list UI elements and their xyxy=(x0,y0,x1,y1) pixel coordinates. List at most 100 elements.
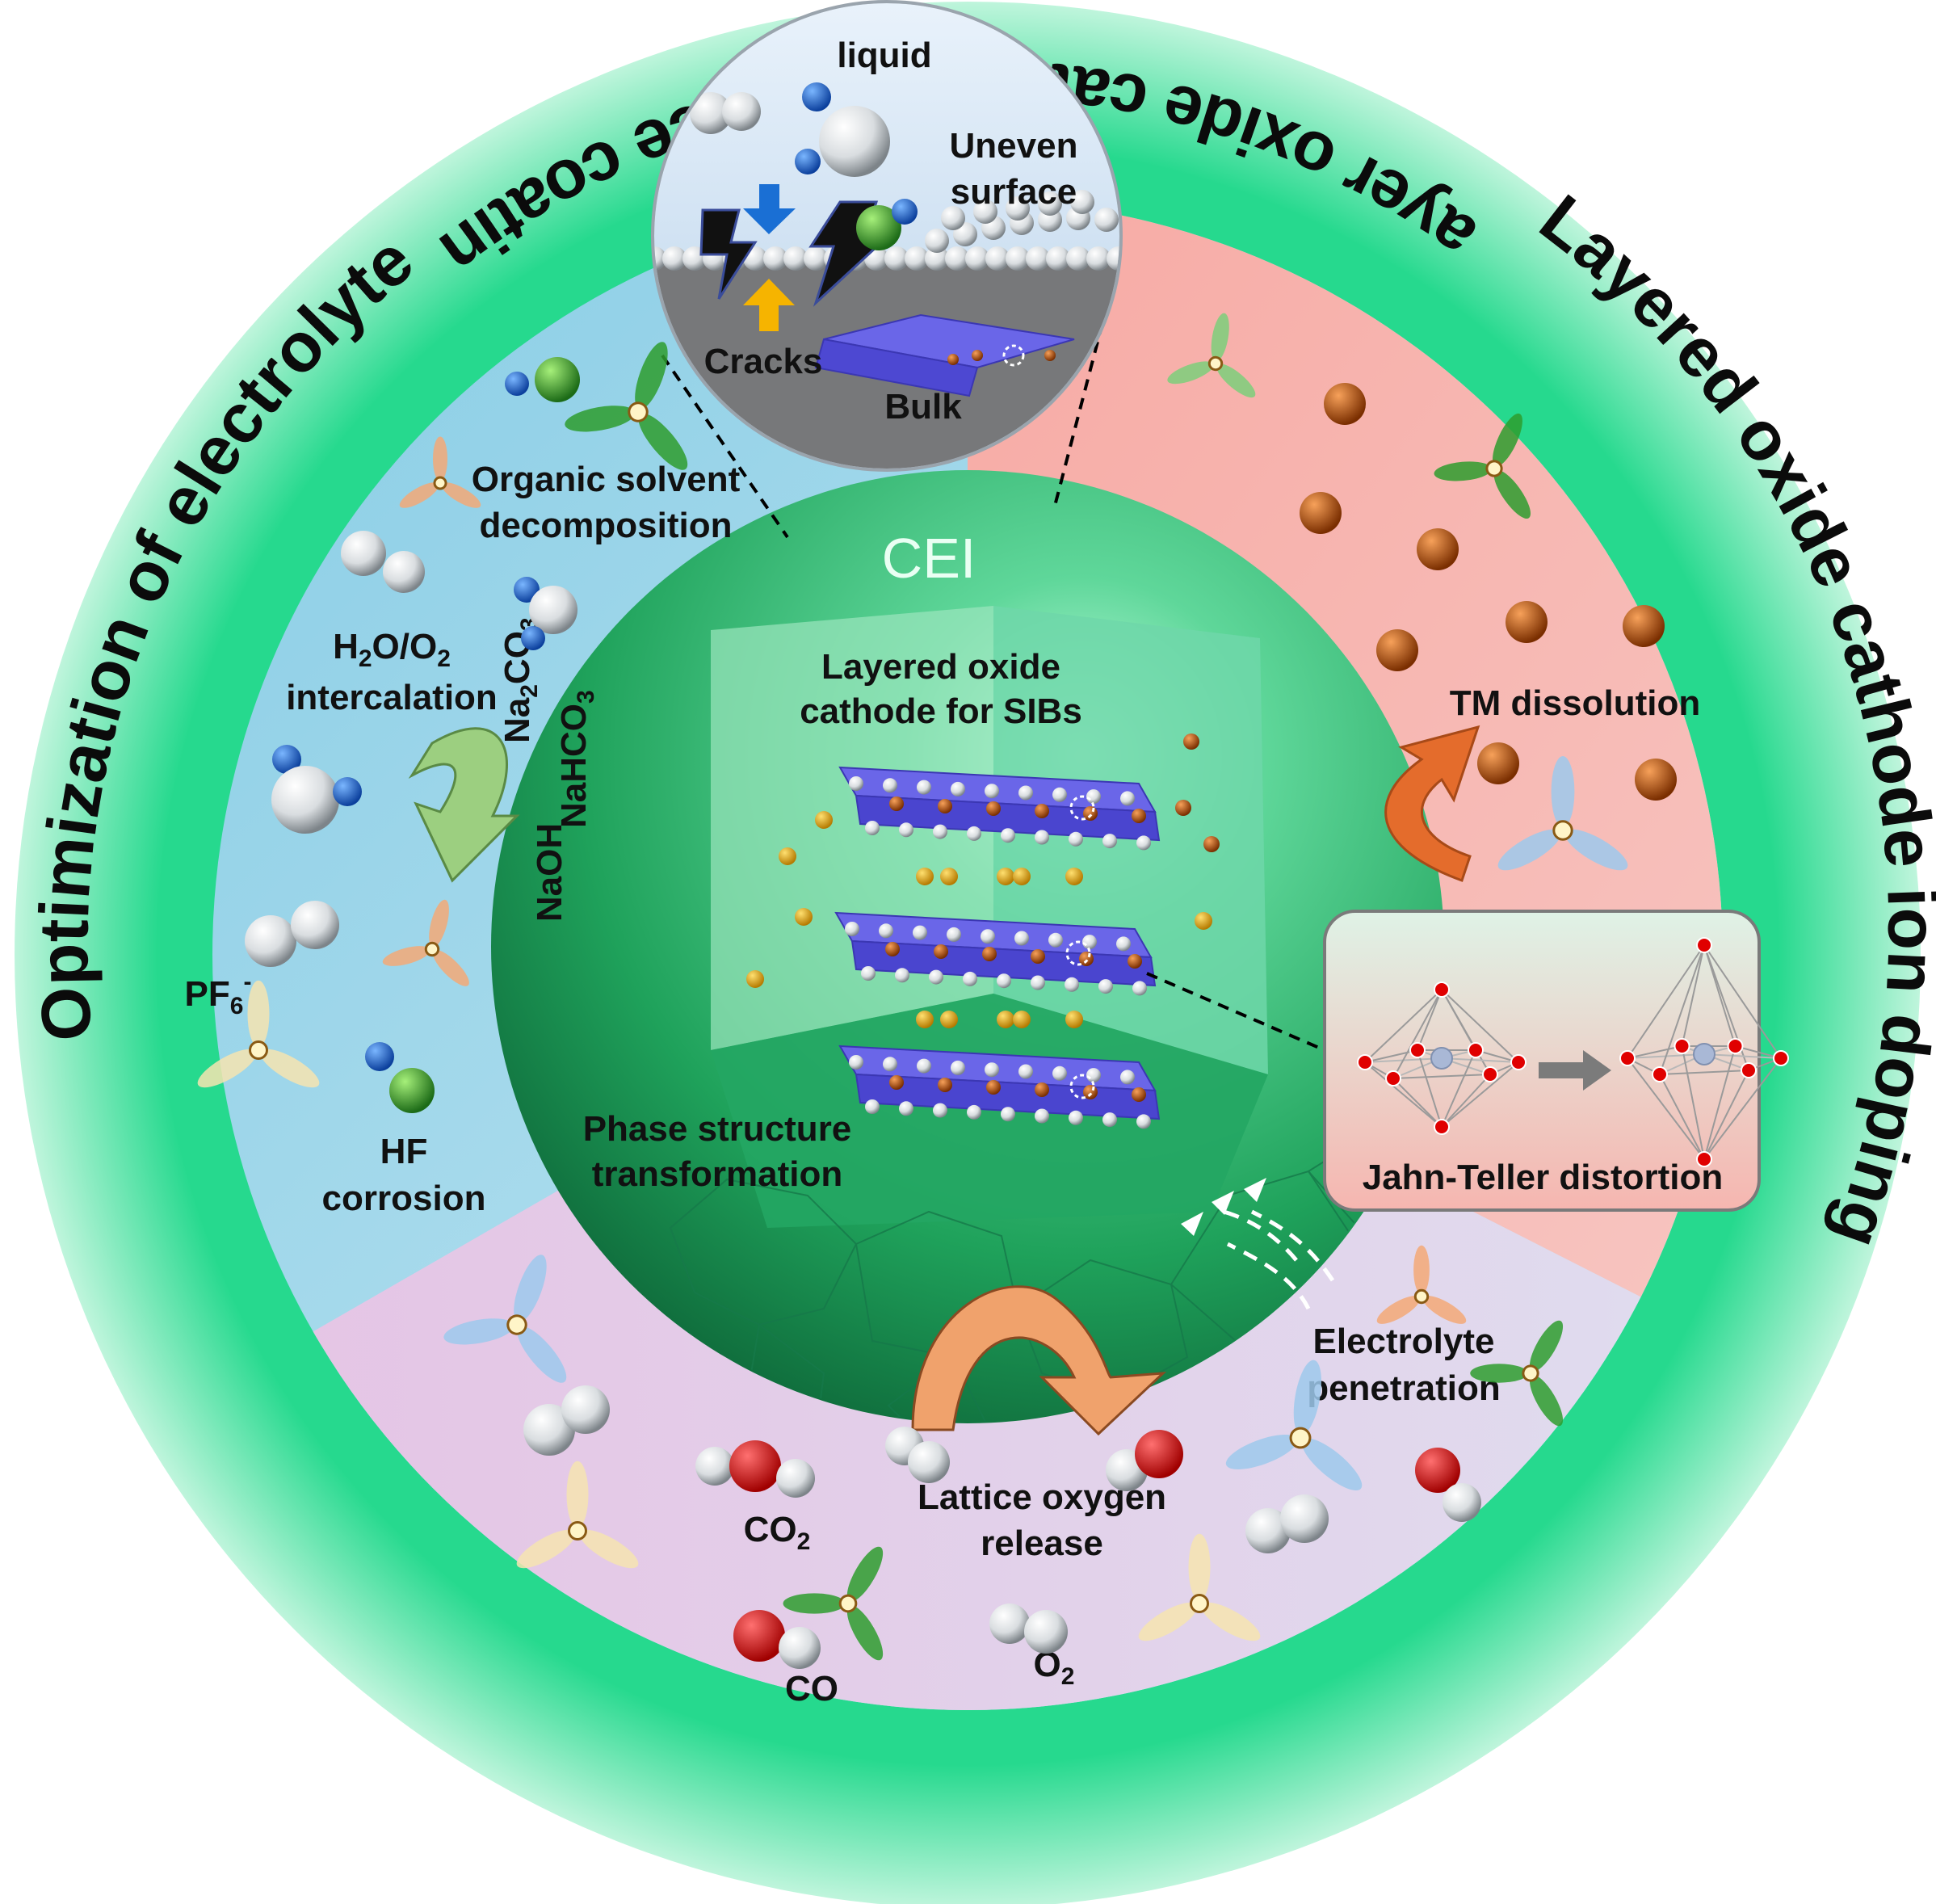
white-atom xyxy=(341,531,386,576)
solvent-molecule xyxy=(1167,313,1256,398)
oxygen-atom xyxy=(1031,975,1045,990)
molecule-arm xyxy=(517,1326,567,1383)
oxygen-vertex xyxy=(1741,1062,1757,1078)
cathode-label-1: Layered oxide xyxy=(821,647,1060,687)
oxygen-vertex xyxy=(1357,1054,1373,1070)
tm-atom xyxy=(1132,1087,1146,1102)
oxygen-atom xyxy=(929,969,943,985)
octa-edge xyxy=(1681,944,1705,1047)
organic-label-2: decomposition xyxy=(480,506,733,545)
tm-atom xyxy=(1035,1082,1049,1097)
surface-bead xyxy=(973,200,997,224)
molecule-arm xyxy=(1167,361,1214,385)
molecule-arm xyxy=(1201,1602,1261,1641)
molecule-core xyxy=(1485,460,1503,477)
oxygen-vertex xyxy=(1409,1042,1426,1058)
jahn-teller-box: Jahn-Teller distortion xyxy=(1146,910,1789,1212)
solvent-molecule xyxy=(1470,1320,1564,1427)
oxide-slab xyxy=(838,766,1161,851)
oxygen-atom xyxy=(1069,831,1083,847)
inset-cracks-label: Cracks xyxy=(704,342,823,381)
molecule-arm xyxy=(1138,1602,1198,1641)
octahedron-regular xyxy=(1357,981,1527,1135)
oxygen-atom xyxy=(1065,977,1079,992)
molecule-core xyxy=(628,401,649,422)
tm-dissolution-arrow xyxy=(1384,725,1480,882)
surface-bead xyxy=(1046,246,1070,271)
oxygen-red-atom xyxy=(729,1440,781,1492)
octa-edge xyxy=(1441,989,1519,1063)
vacancy xyxy=(1069,1074,1095,1099)
sodium-ion xyxy=(1195,912,1212,930)
solvent-molecule xyxy=(197,980,320,1088)
oxygen-atom xyxy=(865,821,880,835)
nahco3-label: NaHCO3 xyxy=(554,690,599,828)
sodium-ion xyxy=(916,1011,934,1028)
vacancy xyxy=(1069,795,1095,821)
oxygen-atom xyxy=(1001,1107,1015,1122)
oxygen-atom xyxy=(913,925,927,940)
surface-bead xyxy=(905,246,929,271)
inset-leader-right xyxy=(1052,322,1104,510)
molecule-arm xyxy=(443,1318,514,1345)
molecule-arm xyxy=(579,1529,639,1569)
surface-bead xyxy=(654,246,666,271)
oxygen-atom xyxy=(1086,789,1101,805)
oxygen-atom xyxy=(933,824,947,839)
white-atom xyxy=(908,1441,950,1483)
octa-edge xyxy=(1703,944,1737,1047)
molecule-arm xyxy=(1564,829,1628,871)
oxygen-vertex xyxy=(1652,1066,1668,1082)
molecule-arm xyxy=(566,1461,589,1528)
tm-ion-dissolved xyxy=(1623,605,1665,647)
molecule-arm xyxy=(846,1546,884,1602)
molecule-core xyxy=(433,476,447,490)
inset-liquid-label: liquid xyxy=(837,36,931,75)
surface-bead xyxy=(804,246,828,271)
slab-side xyxy=(850,939,1157,987)
oxygen-vertex xyxy=(1773,1050,1789,1066)
sodium-ion xyxy=(997,1011,1014,1028)
molecule-arm xyxy=(1293,1360,1321,1435)
oxide-slab xyxy=(834,911,1157,996)
white-atom xyxy=(523,1404,575,1456)
phase-label-2: transformation xyxy=(592,1154,842,1194)
molecule-core xyxy=(1190,1594,1209,1613)
surface-bead xyxy=(1086,246,1111,271)
oxygen-atom xyxy=(899,1101,913,1116)
molecule-arm xyxy=(514,1255,547,1322)
oxygen-atom xyxy=(861,966,876,981)
sodium-ion xyxy=(779,847,796,865)
oxygen-atom xyxy=(1014,931,1029,946)
molecule-arm xyxy=(1225,1434,1298,1469)
tm-ion-dissolved xyxy=(1376,629,1418,671)
tm-atom xyxy=(938,1078,952,1092)
hf-label-2: corrosion xyxy=(322,1179,486,1218)
oxygen-vertex xyxy=(1696,1151,1712,1167)
tm-ion-dissolved xyxy=(1477,742,1519,784)
solvent-molecule xyxy=(1497,756,1628,871)
co2-label: CO2 xyxy=(744,1510,811,1555)
tm-atom xyxy=(982,947,997,961)
tm-ion-dissolved xyxy=(1300,492,1342,534)
white-atom xyxy=(695,1447,734,1486)
green-atom xyxy=(535,357,580,402)
phase-label-1: Phase structure xyxy=(583,1109,852,1149)
oxygen-atom xyxy=(845,922,859,936)
octa-edge xyxy=(1392,1074,1491,1079)
molecule-arm xyxy=(382,946,430,966)
surface-bead xyxy=(884,246,909,271)
octa-edge xyxy=(1441,989,1476,1051)
octa-edge xyxy=(1627,1057,1705,1160)
oxygen-atom xyxy=(1098,979,1113,994)
molecule-core xyxy=(568,1521,587,1540)
organic-label-1: Organic solvent xyxy=(472,460,741,499)
oxygen-atom xyxy=(981,929,995,944)
oxygen-atom xyxy=(933,1103,947,1118)
molecule-arm xyxy=(1413,1245,1430,1295)
cathode-label-2: cathode for SIBs xyxy=(800,691,1082,731)
oxygen-vertex xyxy=(1696,937,1712,953)
blue-atom xyxy=(333,777,362,806)
oxygen-atom xyxy=(1132,981,1147,996)
molecule-arm xyxy=(399,482,439,508)
